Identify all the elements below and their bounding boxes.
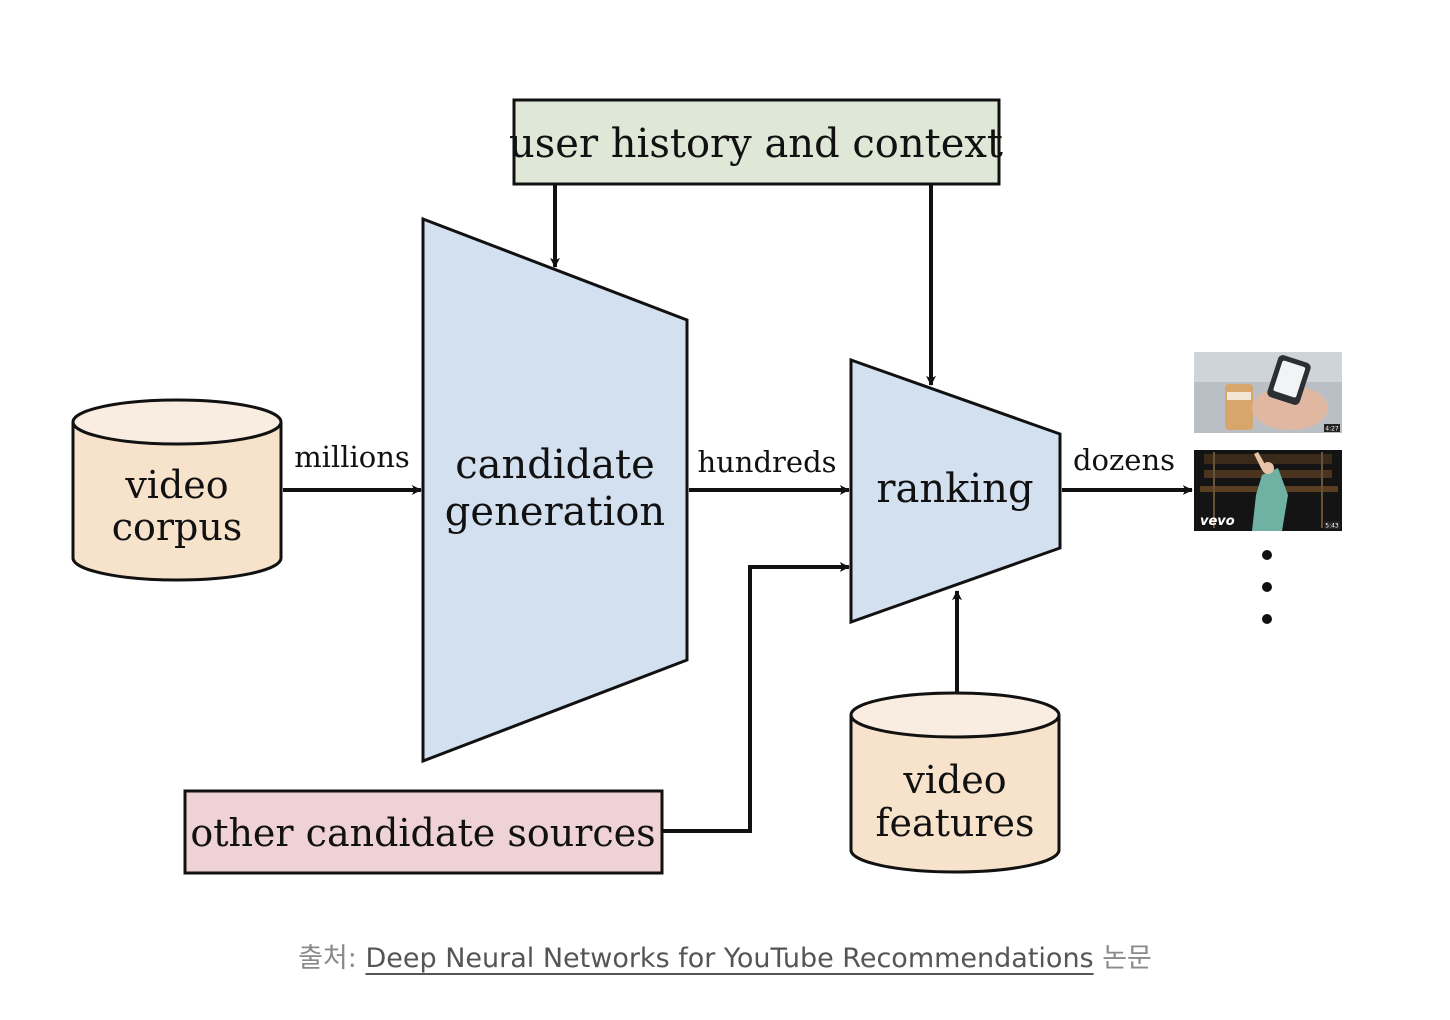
edge-label-hundreds: hundreds bbox=[697, 445, 836, 479]
video-corpus-label-line1: video bbox=[124, 463, 228, 507]
arrow-sources-to-ranking bbox=[663, 562, 850, 833]
more-results-dot bbox=[1262, 582, 1272, 592]
candidate-generation-label-line2: generation bbox=[445, 489, 665, 535]
video-features-cylinder: video features bbox=[849, 691, 1061, 874]
edge-label-millions: millions bbox=[294, 440, 410, 474]
video-features-label-line1: video bbox=[902, 758, 1006, 802]
caption-suffix: 논문 bbox=[1102, 943, 1152, 974]
candidate-generation-block: candidate generation bbox=[421, 216, 689, 764]
caption-prefix: 출처: bbox=[298, 943, 357, 974]
video-features-label-line2: features bbox=[875, 801, 1034, 845]
video-corpus-label-line2: corpus bbox=[112, 505, 243, 549]
user-history-label: user history and context bbox=[509, 121, 1003, 167]
more-results-dot bbox=[1262, 550, 1272, 560]
ranking-label: ranking bbox=[876, 466, 1033, 512]
source-caption: 출처: Deep Neural Networks for YouTube Rec… bbox=[0, 936, 1450, 975]
other-sources-box: other candidate sources bbox=[183, 789, 664, 875]
other-sources-label: other candidate sources bbox=[190, 811, 655, 855]
vevo-logo: vevo bbox=[1200, 514, 1235, 529]
thumbnail-duration-2: 5:43 bbox=[1325, 523, 1339, 530]
edge-label-dozens: dozens bbox=[1073, 443, 1175, 477]
user-history-box: user history and context bbox=[509, 98, 1003, 186]
result-thumbnail-phone: 4:27 bbox=[1194, 352, 1342, 433]
candidate-generation-label-line1: candidate bbox=[455, 442, 655, 488]
ranking-block: ranking bbox=[849, 357, 1062, 625]
recommendation-diagram: video corpus user history and context ca… bbox=[71, 98, 1342, 875]
result-thumbnail-music-video: vevo 5:43 bbox=[1194, 450, 1342, 531]
video-corpus-cylinder: video corpus bbox=[71, 398, 283, 582]
thumbnail-duration-1: 4:27 bbox=[1325, 426, 1339, 433]
paper-link[interactable]: Deep Neural Networks for YouTube Recomme… bbox=[365, 943, 1094, 974]
more-results-dot bbox=[1262, 614, 1272, 624]
